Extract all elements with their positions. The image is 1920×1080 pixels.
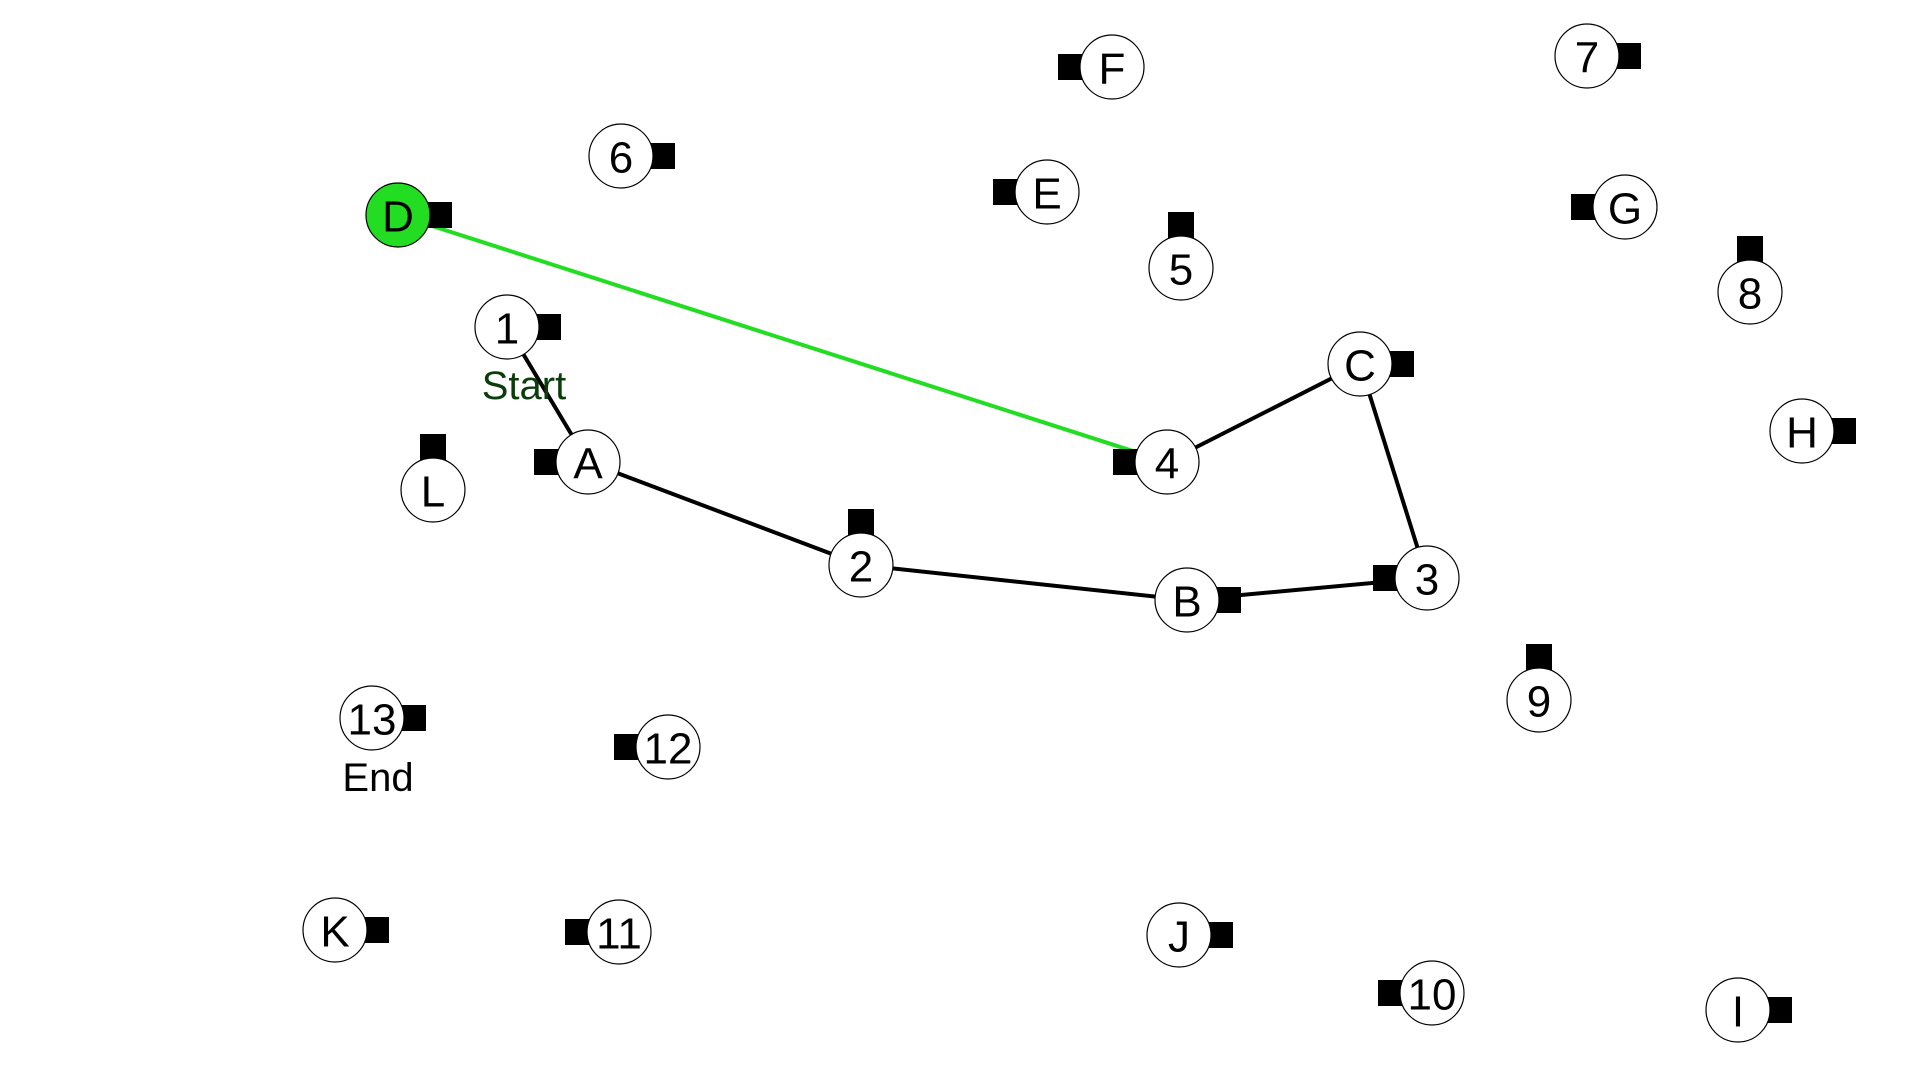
node-6[interactable]: 6: [588, 123, 654, 189]
node-D[interactable]: D: [365, 182, 431, 248]
node-2-circle[interactable]: [828, 532, 894, 598]
edge-A-2: [587, 460, 862, 567]
edge-4-D: [397, 213, 1168, 464]
node-6-circle[interactable]: [588, 123, 654, 189]
node-G-circle[interactable]: [1592, 174, 1658, 240]
node-12-circle[interactable]: [635, 714, 701, 780]
node-C-circle[interactable]: [1327, 331, 1393, 397]
node-L-circle[interactable]: [400, 457, 466, 523]
markers-layer: [363, 43, 1856, 1023]
node-K-circle[interactable]: [302, 897, 368, 963]
node-11-label: 11: [596, 910, 642, 959]
node-5-circle[interactable]: [1148, 235, 1214, 301]
node-10-circle[interactable]: [1399, 960, 1465, 1026]
node-8-circle[interactable]: [1717, 259, 1783, 325]
node-2-label: 2: [849, 543, 873, 592]
node-L[interactable]: L: [400, 457, 466, 523]
node-11[interactable]: 11: [586, 899, 652, 965]
node-9-circle[interactable]: [1506, 667, 1572, 733]
node-G[interactable]: G: [1592, 174, 1658, 240]
node-E-label: E: [1032, 170, 1061, 219]
node-4-circle[interactable]: [1134, 429, 1200, 495]
node-K-label: K: [320, 908, 349, 957]
node-F-circle[interactable]: [1079, 34, 1145, 100]
node-5-label: 5: [1169, 246, 1193, 295]
node-4-label: 4: [1155, 440, 1179, 489]
node-1-label: 1: [495, 305, 519, 354]
node-1-circle[interactable]: [474, 294, 540, 360]
node-3[interactable]: 3: [1394, 545, 1460, 611]
edge-3-C: [1358, 363, 1429, 579]
node-2[interactable]: 2: [828, 532, 894, 598]
node-K[interactable]: K: [302, 897, 368, 963]
node-4[interactable]: 4: [1134, 429, 1200, 495]
node-E[interactable]: E: [1014, 159, 1080, 225]
node-L-label: L: [421, 468, 445, 517]
node-D-circle[interactable]: [365, 182, 431, 248]
node-E-circle[interactable]: [1014, 159, 1080, 225]
node-H[interactable]: H: [1769, 398, 1835, 464]
node-I-label: I: [1732, 988, 1744, 1037]
node-2-marker[interactable]: [848, 509, 874, 535]
node-9[interactable]: 9: [1506, 667, 1572, 733]
node-13-label: 13: [348, 696, 397, 745]
captions-layer: Start End: [342, 364, 566, 800]
node-A-label: A: [573, 440, 603, 489]
node-I[interactable]: I: [1705, 977, 1771, 1043]
node-C-label: C: [1344, 342, 1376, 391]
node-J[interactable]: J: [1146, 902, 1212, 968]
edge-2-B: [860, 563, 1188, 602]
edges-layer: [397, 213, 1429, 602]
node-H-circle[interactable]: [1769, 398, 1835, 464]
node-3-circle[interactable]: [1394, 545, 1460, 611]
node-7-circle[interactable]: [1554, 23, 1620, 89]
node-10-label: 10: [1408, 971, 1457, 1020]
node-6-label: 6: [609, 134, 633, 183]
node-G-label: G: [1608, 185, 1642, 234]
node-F[interactable]: F: [1079, 34, 1145, 100]
node-7[interactable]: 7: [1554, 23, 1620, 89]
node-L-marker[interactable]: [420, 434, 446, 460]
node-B-circle[interactable]: [1154, 567, 1220, 633]
node-A-circle[interactable]: [555, 429, 621, 495]
node-1[interactable]: 1: [474, 294, 540, 360]
node-F-label: F: [1099, 45, 1126, 94]
node-5-marker[interactable]: [1168, 212, 1194, 238]
start-caption: Start: [482, 364, 566, 408]
node-C[interactable]: C: [1327, 331, 1393, 397]
node-7-label: 7: [1575, 34, 1599, 83]
node-D-label: D: [382, 193, 414, 242]
node-J-circle[interactable]: [1146, 902, 1212, 968]
node-5[interactable]: 5: [1148, 235, 1214, 301]
node-9-marker[interactable]: [1526, 644, 1552, 670]
node-8-label: 8: [1738, 270, 1762, 319]
node-13[interactable]: 13: [339, 685, 405, 751]
node-B-label: B: [1172, 578, 1201, 627]
end-caption: End: [342, 756, 413, 800]
node-13-circle[interactable]: [339, 685, 405, 751]
node-11-circle[interactable]: [586, 899, 652, 965]
edge-C-4: [1166, 362, 1361, 464]
node-8[interactable]: 8: [1717, 259, 1783, 325]
node-J-label: J: [1168, 913, 1190, 962]
node-H-label: H: [1786, 409, 1818, 458]
node-3-label: 3: [1415, 556, 1439, 605]
node-12-label: 12: [644, 725, 693, 774]
node-9-label: 9: [1527, 678, 1551, 727]
node-I-circle[interactable]: [1705, 977, 1771, 1043]
node-8-marker[interactable]: [1737, 236, 1763, 262]
node-12[interactable]: 12: [635, 714, 701, 780]
node-10[interactable]: 10: [1399, 960, 1465, 1026]
node-B[interactable]: B: [1154, 567, 1220, 633]
node-A[interactable]: A: [555, 429, 621, 495]
